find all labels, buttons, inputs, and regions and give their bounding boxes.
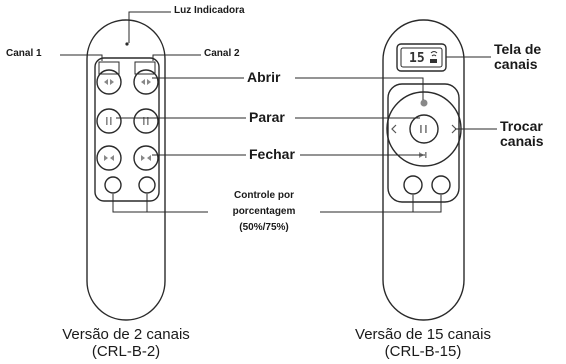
percent-button-right-a — [403, 175, 423, 195]
caption-15-channels-name: Versão de 15 canais — [355, 326, 491, 343]
remote-2-channels — [86, 19, 166, 321]
leader-percent-left-bracket — [112, 194, 148, 213]
switch-channels-label-line2: canais — [500, 133, 544, 149]
close-label: Fechar — [249, 146, 295, 162]
open-button-ch1 — [96, 69, 122, 95]
open-icon — [141, 79, 151, 85]
pause-icon — [143, 117, 145, 125]
pause-icon — [106, 117, 108, 125]
percent-label-line2: porcentagem — [232, 206, 296, 217]
channel2-label: Canal 2 — [204, 48, 240, 59]
leader-open-right — [295, 77, 424, 100]
signal-base-icon — [430, 59, 437, 63]
signal-icon — [430, 51, 438, 57]
remote-body-right — [382, 19, 465, 321]
caption-2-channels-name: Versão de 2 canais — [62, 326, 190, 343]
switch-channels-label: Trocar canais — [500, 119, 544, 149]
button-panel-left — [94, 57, 160, 202]
channel-screen-label-line2: canais — [494, 56, 538, 72]
percent-label: Controle por porcentagem (50%/75%) — [208, 188, 320, 236]
percent-button-left-b — [138, 176, 156, 194]
caption-15-channels: Versão de 15 canais (CRL-B-15) — [328, 326, 518, 360]
stop-button-center — [409, 114, 439, 144]
channel-1-bracket — [98, 61, 120, 75]
percent-label-line3: (50%/75%) — [239, 222, 289, 233]
channel1-label: Canal 1 — [6, 48, 42, 59]
open-label: Abrir — [247, 69, 281, 85]
indicator-light — [125, 42, 129, 46]
indicator-label: Luz Indicadora — [174, 5, 245, 16]
channel-screen-label: Tela de canais — [494, 42, 541, 72]
open-icon — [104, 79, 114, 85]
percent-button-right-b — [431, 175, 451, 195]
leader-indicator — [128, 11, 171, 43]
pause-icon — [420, 125, 422, 133]
prev-channel-icon — [391, 124, 397, 134]
channel-2-bracket — [134, 61, 156, 75]
channel-screen-inner — [400, 47, 443, 68]
close-button-ch2 — [133, 145, 159, 171]
channel-screen-label-line1: Tela de — [494, 41, 542, 57]
close-button-ch1 — [96, 145, 122, 171]
stop-button-ch2 — [133, 108, 159, 134]
close-icon — [141, 155, 151, 161]
remote-body-left — [86, 19, 166, 321]
percent-label-line1: Controle por — [234, 190, 294, 201]
caption-15-channels-model: (CRL-B-15) — [384, 343, 462, 360]
open-button-ch2 — [133, 69, 159, 95]
leader-channel1 — [60, 54, 103, 61]
close-icon — [104, 155, 114, 161]
open-dot-icon — [420, 99, 428, 107]
percent-button-left-a — [104, 176, 122, 194]
stop-label: Parar — [249, 109, 285, 125]
leader-percent-right — [320, 195, 442, 213]
channel-screen-digits: 15 — [409, 51, 425, 66]
stop-button-ch1 — [96, 108, 122, 134]
caption-2-channels-model: (CRL-B-2) — [91, 343, 161, 360]
caption-2-channels: Versão de 2 canais (CRL-B-2) — [36, 326, 216, 360]
leader-channel2 — [152, 54, 201, 61]
switch-channels-label-line1: Trocar — [500, 118, 543, 134]
